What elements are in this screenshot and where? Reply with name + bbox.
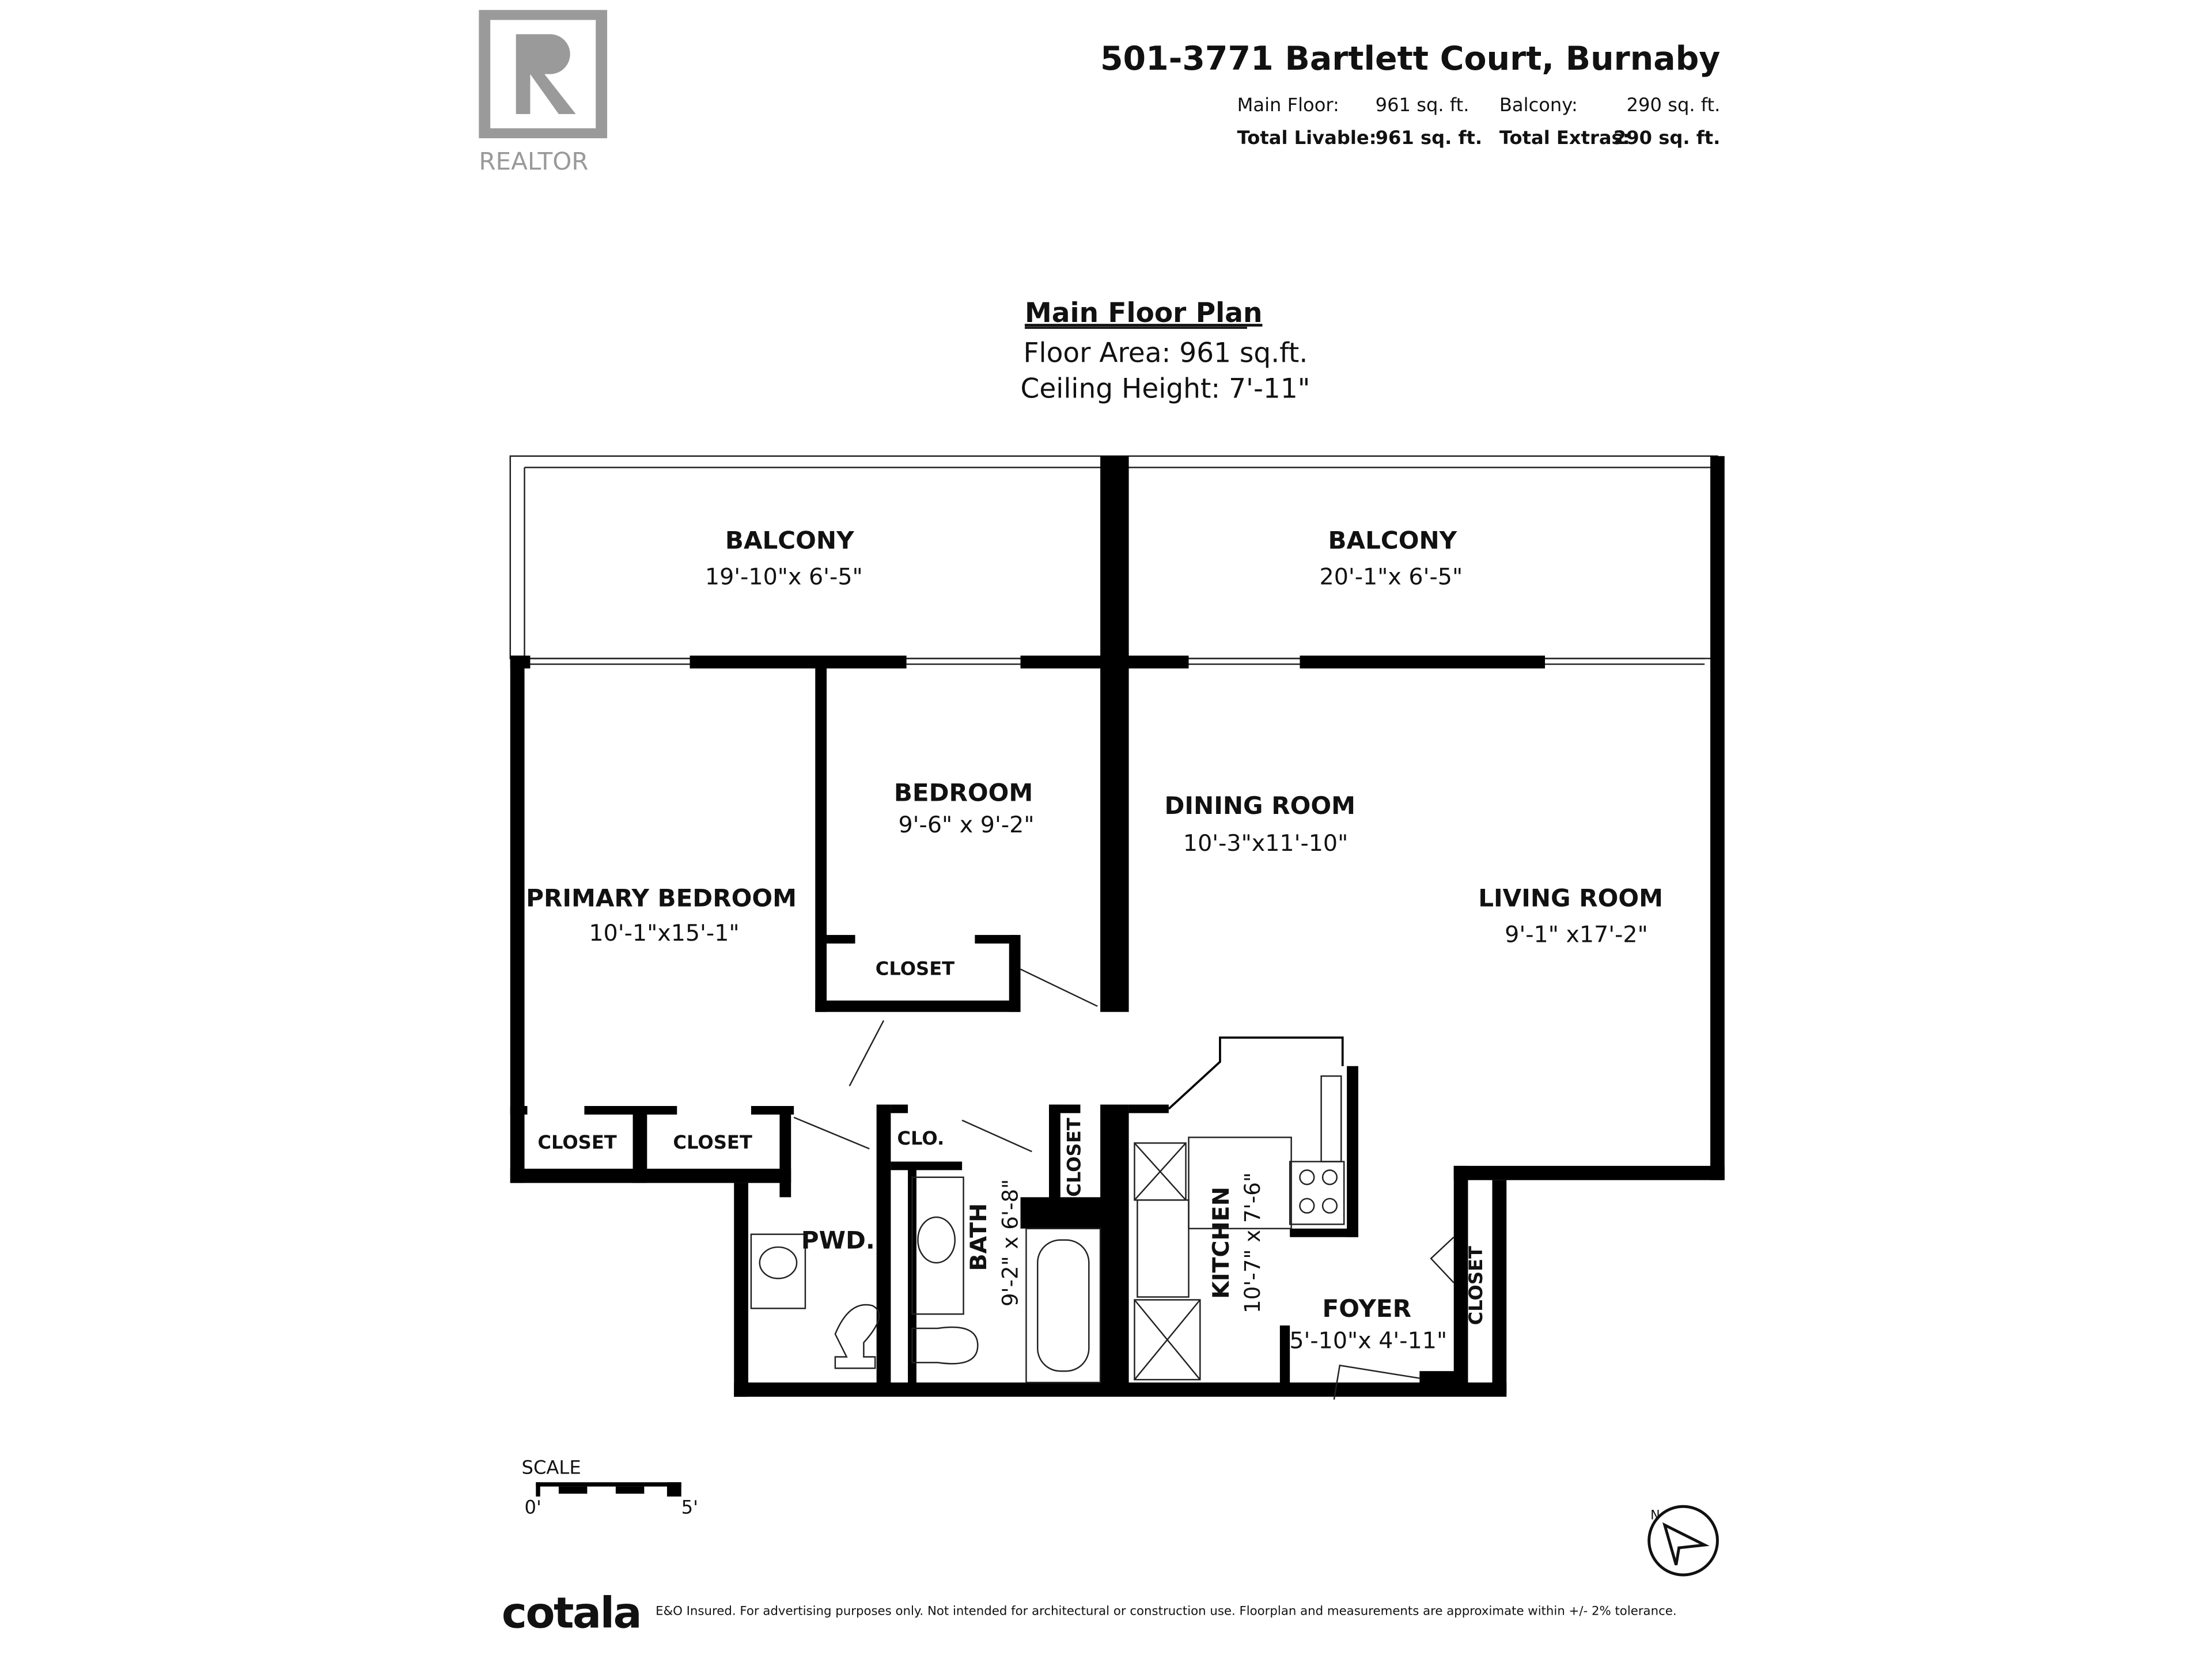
balcony-right-dims: 20'-1"x 6'-5" xyxy=(1320,563,1463,590)
clo-label: CLO. xyxy=(897,1127,944,1149)
bedroom-dims: 9'-6" x 9'-2" xyxy=(899,812,1035,838)
scale-start: 0' xyxy=(525,1497,541,1518)
dining-room-name: DINING ROOM xyxy=(1164,791,1355,820)
total-livable-label: Total Livable: xyxy=(1237,127,1377,149)
scale-label: SCALE xyxy=(522,1456,581,1478)
ceiling-height: Ceiling Height: 7'-11" xyxy=(1021,373,1310,404)
bath-dims: 9'-2" x 6'-8" xyxy=(998,1179,1023,1306)
balcony-left-name: BALCONY xyxy=(725,527,854,555)
balcony-left-dims: 19'-10"x 6'-5" xyxy=(705,563,863,590)
closet-1-label: CLOSET xyxy=(537,1131,616,1153)
address-title: 501-3771 Bartlett Court, Burnaby xyxy=(1100,40,1720,78)
main-floor-value: 961 sq. ft. xyxy=(1376,94,1469,116)
foyer-name: FOYER xyxy=(1323,1294,1412,1323)
living-room-dims: 9'-1" x17'-2" xyxy=(1505,921,1648,948)
main-floor-label: Main Floor: xyxy=(1237,94,1339,116)
realtor-logo-text: REALTOR xyxy=(479,147,588,175)
kitchen-name: KITCHEN xyxy=(1208,1187,1234,1299)
balcony-area-value: 290 sq. ft. xyxy=(1627,94,1721,116)
cotala-logo: cotala xyxy=(502,1588,641,1638)
total-extras-label: Total Extras: xyxy=(1499,127,1630,149)
scale-end: 5' xyxy=(681,1497,698,1518)
fixtures xyxy=(750,1142,1338,1384)
dining-room-dims: 10'-3"x11'-10" xyxy=(1183,830,1348,857)
scale-bar: SCALE 0' 5' xyxy=(522,1456,698,1518)
total-livable-value: 961 sq. ft. xyxy=(1376,127,1482,149)
bath-name: BATH xyxy=(965,1203,992,1271)
realtor-logo: REALTOR xyxy=(479,10,608,175)
primary-bedroom-name: PRIMARY BEDROOM xyxy=(526,884,797,912)
balcony-area-label: Balcony: xyxy=(1499,94,1578,116)
kitchen-dims: 10'-7" x 7'-6" xyxy=(1240,1172,1265,1313)
walls xyxy=(509,455,1725,1400)
foyer-dims: 5'-10"x 4'-11" xyxy=(1289,1328,1447,1354)
floor-area: Floor Area: 961 sq.ft. xyxy=(1023,337,1308,369)
bedroom-closet-label: CLOSET xyxy=(876,957,955,979)
north-arrow-icon: N xyxy=(1647,1505,1719,1577)
bedroom-name: BEDROOM xyxy=(894,779,1033,807)
closet-2-label: CLOSET xyxy=(673,1131,752,1153)
plan-title: Main Floor Plan xyxy=(1025,297,1262,329)
balcony-right-name: BALCONY xyxy=(1328,527,1457,555)
living-room-name: LIVING ROOM xyxy=(1478,884,1663,912)
disclaimer: E&O Insured. For advertising purposes on… xyxy=(656,1604,1676,1618)
bath-closet-label: CLOSET xyxy=(1063,1118,1085,1196)
north-label: N xyxy=(1650,1508,1660,1523)
primary-bedroom-dims: 10'-1"x15'-1" xyxy=(589,920,739,946)
pwd-name: PWD. xyxy=(801,1226,875,1254)
foyer-closet-label: CLOSET xyxy=(1465,1246,1487,1325)
total-extras-value: 290 sq. ft. xyxy=(1613,127,1720,149)
